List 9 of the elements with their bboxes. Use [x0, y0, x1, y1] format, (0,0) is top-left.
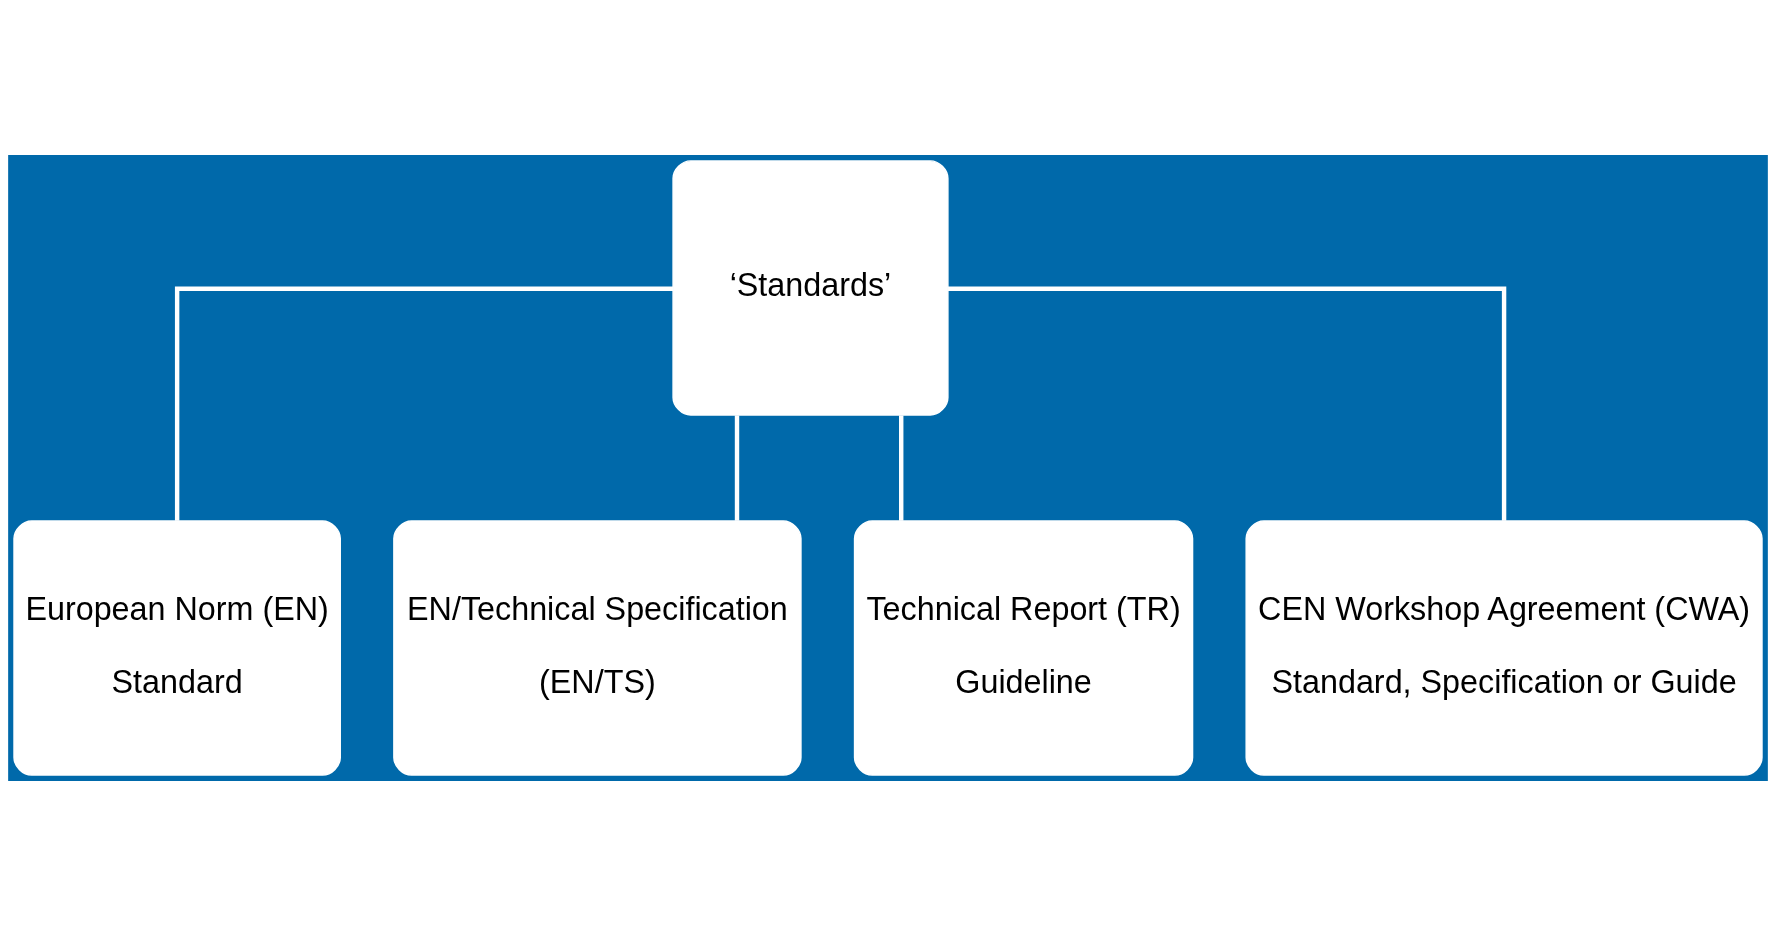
node-box: CEN Workshop Agreement (CWA) Standard, Specification or Guide: [1245, 519, 1763, 776]
node-box: ‘Standards’: [672, 159, 949, 416]
node-box: EN/Technical Specification (EN/TS): [393, 519, 802, 776]
connector: [947, 286, 1507, 521]
node-box: Technical Report (TR) Guideline: [853, 519, 1194, 776]
connector: [899, 414, 904, 521]
node-box: European Norm (EN) Standard: [13, 519, 341, 776]
connector: [734, 414, 740, 521]
connector: [174, 286, 674, 521]
